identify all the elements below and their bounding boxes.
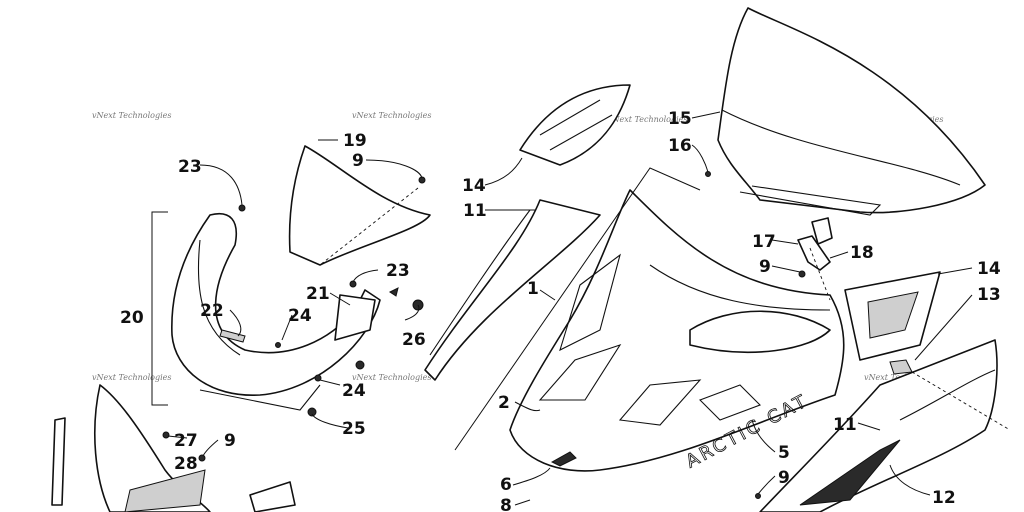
nose-cone-part — [288, 145, 431, 266]
callout-12: 12 — [932, 488, 956, 508]
callout-18: 18 — [850, 243, 874, 263]
lower-left-panel-part — [51, 384, 296, 512]
callout-14-right: 14 — [977, 259, 1001, 279]
callout-24-lower: 24 — [342, 381, 366, 401]
windshield-part — [717, 7, 986, 216]
callout-6: 6 — [500, 475, 512, 495]
assembly-line — [319, 187, 419, 266]
callout-8: 8 — [500, 496, 512, 512]
watermark: vNext Technologies — [92, 373, 171, 382]
callout-1: 1 — [527, 279, 539, 299]
callout-13: 13 — [977, 285, 1001, 305]
headlight-bezel-part — [171, 213, 381, 411]
callout-23-lower: 23 — [386, 261, 410, 281]
callout-25: 25 — [342, 419, 366, 439]
callout-20: 20 — [120, 308, 144, 328]
lower-side-panel-part — [759, 339, 1011, 512]
callout-14-upper: 14 — [462, 176, 486, 196]
watermark: vNext Technologies — [92, 111, 171, 120]
callout-11-upper: 11 — [463, 201, 487, 221]
callout-24-upper: 24 — [288, 306, 312, 326]
fastener-group — [162, 176, 761, 499]
callout-9-bracket: 9 — [759, 257, 771, 277]
mount-bracket-part — [705, 171, 833, 278]
callout-28: 28 — [174, 454, 198, 474]
callout-11-lower: 11 — [833, 415, 857, 435]
callout-15: 15 — [668, 109, 692, 129]
assembly-bracket-20 — [151, 211, 168, 406]
side-vent-part — [519, 84, 631, 166]
callout-26: 26 — [402, 330, 426, 350]
assembly-bracket-line — [454, 167, 701, 451]
callout-17: 17 — [752, 232, 776, 252]
callout-21: 21 — [306, 284, 330, 304]
callout-9-lower-left: 9 — [224, 431, 236, 451]
callout-16: 16 — [668, 136, 692, 156]
callout-9-lower-right: 9 — [778, 468, 790, 488]
callout-labels: 1 2 5 6 8 9 9 9 9 11 11 12 13 14 14 15 1… — [120, 109, 1001, 512]
leader-lines — [167, 111, 973, 506]
callout-19: 19 — [343, 131, 367, 151]
watermark: vNext Technologies — [352, 111, 431, 120]
right-vent-panel-part — [844, 271, 941, 361]
watermark: vNext Technologies — [608, 115, 687, 124]
side-rail-part — [424, 199, 601, 381]
callout-22: 22 — [200, 301, 224, 321]
callout-2: 2 — [498, 393, 510, 413]
callout-5: 5 — [778, 443, 790, 463]
callout-23-upper: 23 — [178, 157, 202, 177]
callout-27: 27 — [174, 431, 198, 451]
callout-9-upper: 9 — [352, 151, 364, 171]
watermark: vNext Technologies — [352, 373, 431, 382]
